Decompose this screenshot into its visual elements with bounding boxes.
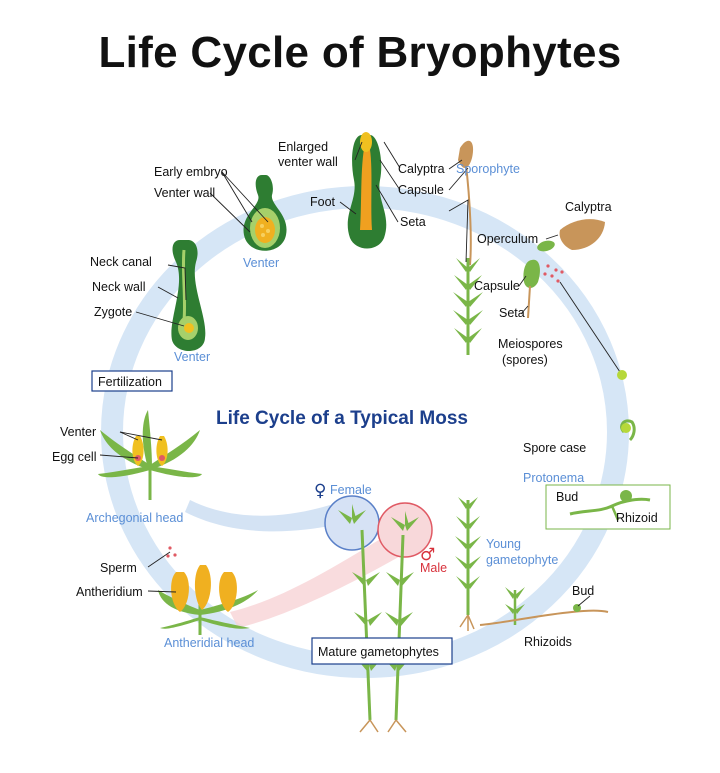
- archegonium-zygote: [171, 240, 206, 352]
- label-bud-protonema: Bud: [556, 490, 578, 504]
- label-early-embryo: Early embryo: [154, 165, 228, 179]
- label-antheridium: Antheridium: [76, 585, 143, 599]
- label-venter-left: Venter: [174, 350, 210, 364]
- label-male: Male: [420, 561, 447, 575]
- label-archegonial-head: Archegonial head: [86, 511, 183, 525]
- label-sperm: Sperm: [100, 561, 137, 575]
- female-transfer-band: [185, 500, 335, 532]
- young-gametophyte: [455, 497, 609, 631]
- center-title: Life Cycle of a Typical Moss: [216, 408, 468, 429]
- label-venter-arch: Venter: [60, 425, 96, 439]
- mature-gametophytes: [311, 495, 453, 733]
- sporophyte-plant: [453, 140, 483, 355]
- male-circle: [377, 502, 433, 558]
- label-rhizoid: Rhizoid: [616, 511, 658, 525]
- zygote-cell: [184, 323, 194, 333]
- label-neck-wall: Neck wall: [92, 280, 146, 294]
- label-female: Female: [330, 483, 372, 497]
- fertilization-box: [91, 370, 173, 392]
- label-young-gametophyte-2: gametophyte: [486, 553, 558, 567]
- protonema-group: [545, 419, 671, 530]
- label-operculum: Operculum: [477, 232, 538, 246]
- spore: [617, 370, 627, 380]
- label-meiospores-1: Meiospores: [498, 337, 563, 351]
- label-young-gametophyte-1: Young: [486, 537, 521, 551]
- label-calyptra-right: Calyptra: [565, 200, 612, 214]
- label-spore-case: Spore case: [523, 441, 586, 455]
- capsule-dehiscence: [523, 219, 627, 380]
- label-enlarged-venter-wall-1: Enlarged: [278, 140, 328, 154]
- page-title: Life Cycle of Bryophytes: [98, 28, 622, 77]
- label-foot: Foot: [310, 195, 336, 209]
- antheridial-head: [158, 546, 258, 635]
- male-symbol-icon: ♂: [420, 545, 435, 565]
- mature-gametophytes-box: [311, 637, 453, 665]
- label-egg-cell: Egg cell: [52, 450, 96, 464]
- label-seta-right: Seta: [499, 306, 525, 320]
- female-symbol-icon: ♀: [314, 481, 326, 501]
- venter-early-embryo: [243, 175, 287, 251]
- label-venter-top: Venter: [243, 256, 279, 270]
- label-mature-gametophytes: Mature gametophytes: [318, 645, 439, 659]
- archegonial-head: [98, 410, 202, 500]
- label-meiospores-2: (spores): [502, 353, 548, 367]
- label-seta-top: Seta: [400, 215, 426, 229]
- label-neck-canal: Neck canal: [90, 255, 152, 269]
- label-capsule-top: Capsule: [398, 183, 444, 197]
- label-capsule-right: Capsule: [474, 279, 520, 293]
- enlarged-venter: [347, 132, 387, 249]
- label-fertilization: Fertilization: [98, 375, 162, 389]
- label-sporophyte: Sporophyte: [456, 162, 520, 176]
- label-zygote: Zygote: [94, 305, 132, 319]
- label-calyptra-top: Calyptra: [398, 162, 445, 176]
- label-venter-wall: Venter wall: [154, 186, 215, 200]
- label-rhizoids: Rhizoids: [524, 635, 572, 649]
- label-bud-bottom: Bud: [572, 584, 594, 598]
- label-protonema: Protonema: [523, 471, 584, 485]
- male-transfer-band: [230, 530, 420, 628]
- leader-lines: [99, 141, 591, 607]
- label-antheridial-head: Antheridial head: [164, 636, 254, 650]
- label-enlarged-venter-wall-2: venter wall: [278, 155, 338, 169]
